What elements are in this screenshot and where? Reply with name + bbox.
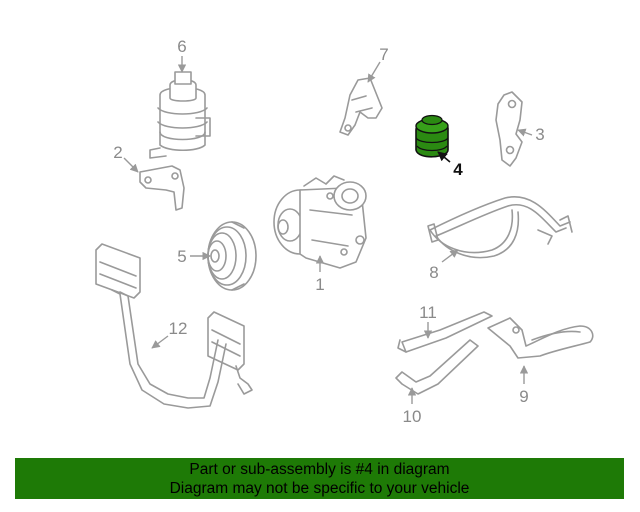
part-7-bracket — [339, 77, 383, 136]
part-1-pump — [273, 175, 367, 269]
callout-7: 7 — [379, 45, 388, 64]
banner-line-disclaimer: Diagram may not be specific to your vehi… — [169, 480, 470, 497]
leader-12 — [151, 335, 169, 349]
callout-1: 1 — [315, 275, 324, 294]
part-12-cooler — [95, 243, 253, 409]
callout-3: 3 — [535, 125, 544, 144]
callout-12: 12 — [169, 319, 188, 338]
callout-5: 5 — [177, 247, 186, 266]
banner-line-part: Part or sub-assembly is #4 in diagram — [189, 461, 450, 478]
part-2-bracket — [139, 165, 185, 211]
callout-10: 10 — [403, 407, 422, 426]
part-3-bracket — [495, 91, 523, 167]
part-6-reservoir — [149, 71, 211, 159]
callout-4: 4 — [453, 160, 463, 179]
part-11-pipe — [397, 311, 493, 353]
callout-6: 6 — [177, 37, 186, 56]
leader-8 — [441, 249, 459, 263]
info-banner: Part or sub-assembly is #4 in diagram Di… — [15, 458, 624, 499]
callout-11: 11 — [419, 303, 437, 322]
part-10-pipe — [395, 339, 479, 395]
parts-diagram: 6 7 3 4 2 5 1 8 11 9 10 12 — [95, 37, 594, 426]
leader-7 — [367, 61, 381, 83]
part-4-cap — [415, 114, 449, 158]
callout-8: 8 — [429, 263, 438, 282]
callout-2: 2 — [113, 143, 122, 162]
part-9-hose — [487, 317, 594, 359]
part-8-hose — [427, 196, 573, 259]
leader-4 — [437, 151, 451, 163]
callout-9: 9 — [519, 387, 528, 406]
leader-3 — [517, 128, 533, 137]
leader-2 — [123, 157, 139, 173]
part-5-pulley — [207, 221, 257, 291]
